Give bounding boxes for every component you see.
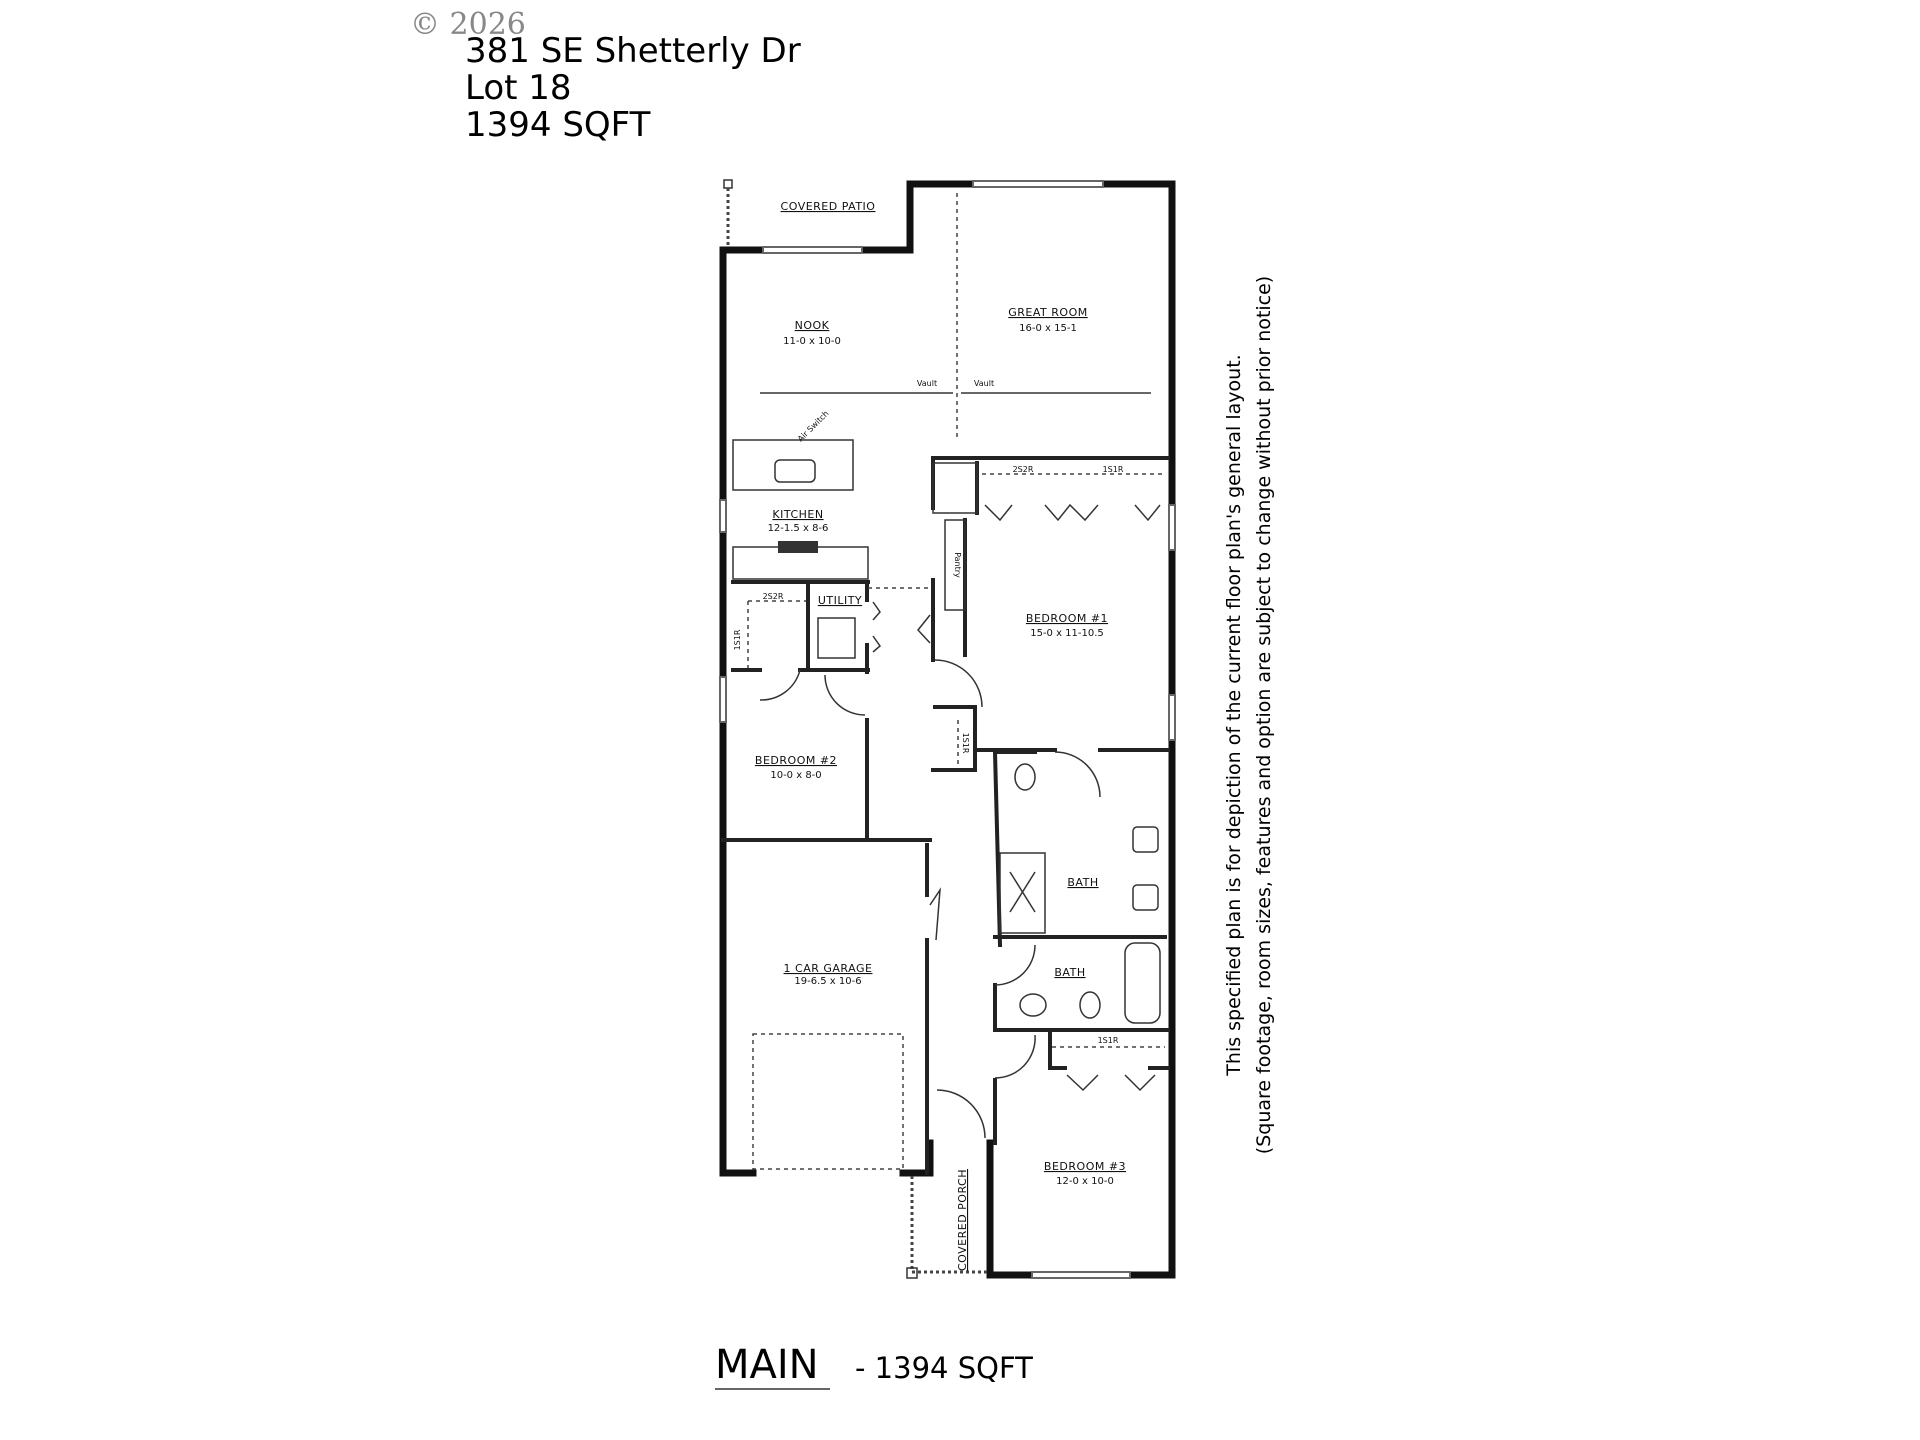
covered-porch-label: COVERED PORCH xyxy=(956,1169,969,1271)
copyright-watermark: © 2026 xyxy=(410,7,526,42)
nook-size: 11-0 x 10-0 xyxy=(783,336,841,347)
closet-label: 1S1R xyxy=(733,629,742,650)
bedroom1-label: BEDROOM #1 xyxy=(1026,612,1108,625)
bedroom1-window-1 xyxy=(1168,504,1176,551)
porch-post xyxy=(906,1267,918,1279)
level-sqft: - 1394 SQFT xyxy=(855,1351,1033,1385)
pantry-shelf xyxy=(944,519,966,611)
bedroom3-label: BEDROOM #3 xyxy=(1044,1160,1126,1173)
bedroom1-window-2 xyxy=(1168,694,1176,741)
vault-label-right: Vault xyxy=(974,379,994,388)
covered-patio-label: COVERED PATIO xyxy=(781,200,876,213)
garage-size: 19-6.5 x 10-6 xyxy=(794,976,861,987)
doors xyxy=(759,503,1161,1139)
linen-closet-label: 1S1R xyxy=(961,733,970,754)
bedroom2-size: 10-0 x 8-0 xyxy=(770,770,821,781)
great-room-size: 16-0 x 15-1 xyxy=(1019,323,1077,334)
closet-label: 1S1R xyxy=(1098,1036,1119,1045)
toilet-icon xyxy=(1014,763,1036,791)
pantry-label: Pantry xyxy=(953,552,962,578)
disclaimer-line1: This specified plan is for depiction of … xyxy=(1223,354,1245,1076)
shower-icon xyxy=(999,852,1046,934)
vault-label-left: Vault xyxy=(917,379,937,388)
kitchen-size: 12-1.5 x 8-6 xyxy=(768,523,829,534)
closet-label: 2S2R xyxy=(763,592,784,601)
bedroom3-size: 12-0 x 10-0 xyxy=(1056,1176,1114,1187)
lot-number: Lot 18 xyxy=(465,68,572,108)
bedroom2-window xyxy=(719,676,727,723)
patio-post xyxy=(723,179,733,189)
closet-label: 1S1R xyxy=(1103,465,1124,474)
utility-label: UTILITY xyxy=(818,594,862,607)
toilet-icon xyxy=(1079,991,1101,1019)
garage-door-outline xyxy=(752,1033,904,1170)
great-room-label: GREAT ROOM xyxy=(1008,306,1087,319)
shower-drain-mark xyxy=(1009,871,1036,913)
kitchen-label: KITCHEN xyxy=(772,508,823,521)
sink-icon xyxy=(774,459,816,483)
header-sqft: 1394 SQFT xyxy=(465,105,651,145)
hall-bath-label: BATH xyxy=(1054,966,1085,979)
bedroom3-window xyxy=(1031,1271,1131,1279)
great-room-window xyxy=(972,180,1104,188)
closet-label: 2S2R xyxy=(1013,465,1034,474)
range-icon xyxy=(778,541,818,553)
bathtub-icon xyxy=(1124,942,1161,1024)
vanity-sink-icon xyxy=(1132,826,1159,853)
kitchen-window xyxy=(719,499,727,533)
garage-label: 1 CAR GARAGE xyxy=(784,962,873,975)
kitchen-island xyxy=(732,439,854,491)
bedroom2-label: BEDROOM #2 xyxy=(755,754,837,767)
air-switch-label: Air Switch xyxy=(796,409,831,444)
nook-slider-door[interactable] xyxy=(762,246,863,254)
nook-label: NOOK xyxy=(795,319,830,332)
master-bath-label: BATH xyxy=(1067,876,1098,889)
fridge-space xyxy=(932,462,978,514)
washer-dryer-icon xyxy=(817,617,856,659)
level-title: MAIN xyxy=(715,1342,819,1388)
address-title: 381 SE Shetterly Dr xyxy=(465,31,801,71)
bedroom1-size: 15-0 x 11-10.5 xyxy=(1030,628,1104,639)
disclaimer-line2: (Square footage, room sizes, features an… xyxy=(1253,276,1275,1154)
sink-icon xyxy=(1019,993,1047,1017)
exterior-walls xyxy=(719,180,1176,1279)
vanity-sink-icon xyxy=(1132,884,1159,911)
